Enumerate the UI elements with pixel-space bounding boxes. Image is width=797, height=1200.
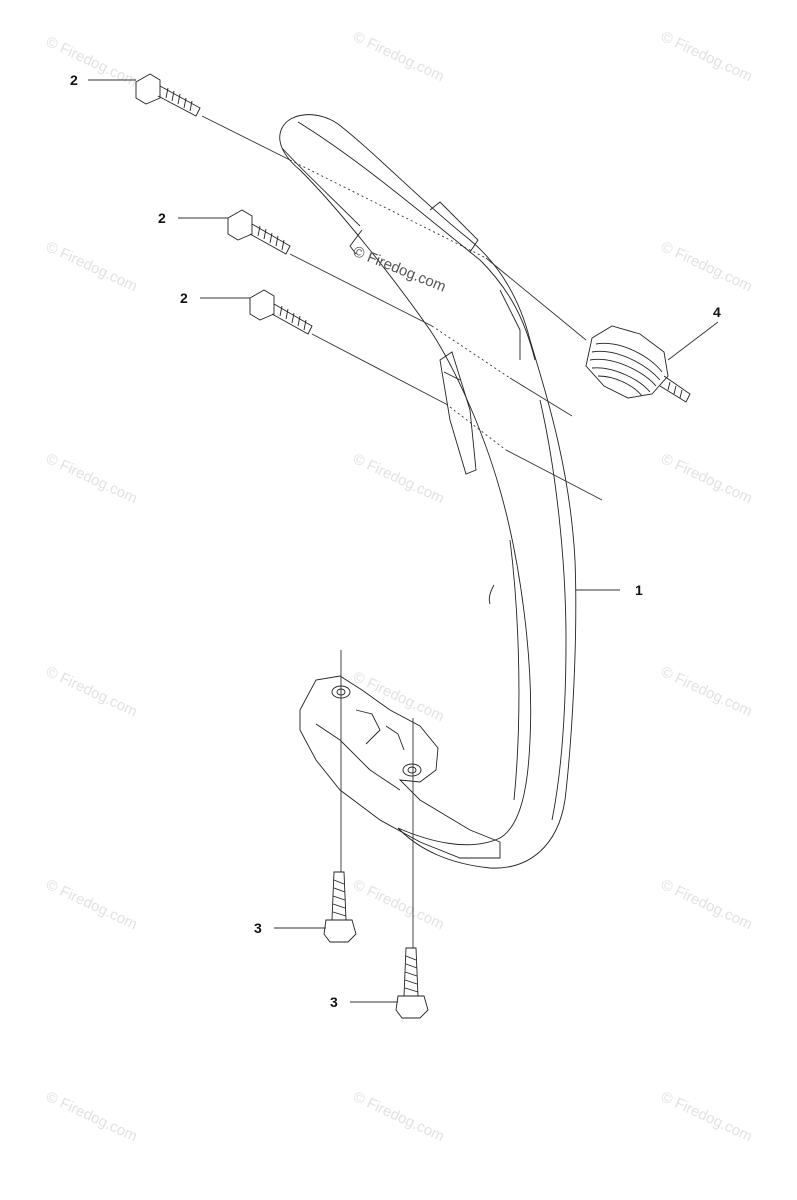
callout-3: 3 bbox=[254, 920, 262, 936]
callout-3: 3 bbox=[330, 994, 338, 1010]
callout-2: 2 bbox=[180, 290, 188, 306]
watermark: © Firedog.com bbox=[350, 450, 447, 507]
callout-2: 2 bbox=[158, 210, 166, 226]
watermark: © Firedog.com bbox=[43, 33, 140, 90]
watermark: © Firedog.com bbox=[350, 28, 447, 85]
screw-bottom-1[interactable] bbox=[323, 871, 357, 943]
screw-top-2[interactable] bbox=[227, 209, 291, 255]
watermark: © Firedog.com bbox=[350, 1088, 447, 1145]
watermark: © Firedog.com bbox=[350, 876, 447, 933]
watermark: © Firedog.com bbox=[43, 238, 140, 295]
watermark: © Firedog.com bbox=[43, 876, 140, 933]
watermark: © Firedog.com bbox=[658, 28, 755, 85]
screw-top-3[interactable] bbox=[249, 289, 313, 335]
callout-4: 4 bbox=[713, 304, 721, 320]
callout-2: 2 bbox=[70, 72, 78, 88]
front-handle[interactable] bbox=[279, 114, 577, 869]
watermark: © Firedog.com bbox=[43, 663, 140, 720]
watermark: © Firedog.com bbox=[350, 668, 447, 725]
handle-mounting-bracket[interactable] bbox=[299, 675, 501, 859]
screw-top-1[interactable] bbox=[135, 73, 201, 117]
watermark: © Firedog.com bbox=[658, 238, 755, 295]
watermark: © Firedog.com bbox=[43, 1088, 140, 1145]
vibration-damper[interactable] bbox=[585, 325, 691, 403]
watermark: © Firedog.com bbox=[658, 876, 755, 933]
leader-lines bbox=[201, 115, 603, 948]
watermark: © Firedog.com bbox=[658, 663, 755, 720]
watermark-layer: © Firedog.com © Firedog.com © Firedog.co… bbox=[43, 28, 755, 1145]
watermark: © Firedog.com bbox=[658, 450, 755, 507]
callout-1: 1 bbox=[635, 582, 643, 598]
screw-bottom-2[interactable] bbox=[395, 947, 429, 1019]
watermark: © Firedog.com bbox=[43, 450, 140, 507]
callouts: 2 2 2 1 4 3 3 bbox=[70, 72, 721, 1010]
watermark: © Firedog.com bbox=[658, 1088, 755, 1145]
